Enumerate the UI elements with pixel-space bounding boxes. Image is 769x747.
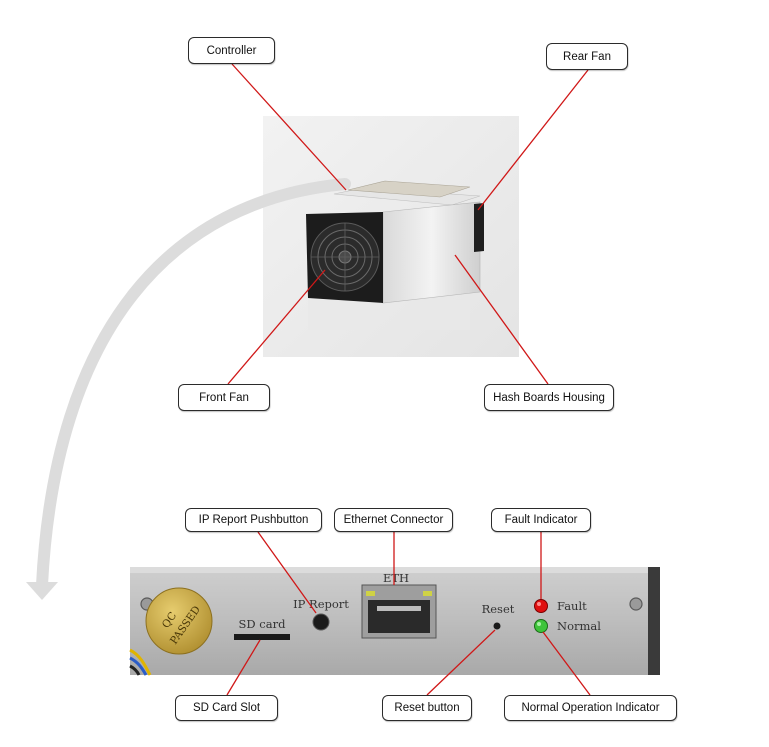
callout-ip-report-pushbutton: IP Report Pushbutton (185, 508, 322, 532)
leader-sd-card (226, 639, 261, 696)
panel-sd-card-print: SD card (239, 617, 287, 631)
photo-reflection (308, 300, 470, 330)
rear-fan (474, 203, 484, 252)
eth-led-right (423, 591, 432, 596)
eth-led-left (366, 591, 375, 596)
panel-reset-print: Reset (482, 602, 515, 616)
callout-sd-card-slot: SD Card Slot (175, 695, 278, 721)
leader-front-fan (227, 269, 326, 385)
ethernet-contacts (377, 606, 421, 611)
leader-reset (426, 629, 496, 696)
connecting-arrow-body (36, 178, 351, 591)
panel-right-edge (648, 567, 660, 675)
leader-hash-boards (454, 254, 549, 385)
callout-hash-boards-housing: Hash Boards Housing (484, 384, 614, 411)
fault-led-glint (537, 602, 541, 606)
callout-controller: Controller (188, 37, 275, 64)
reset-hole (493, 622, 501, 630)
leader-ip-report (257, 531, 317, 614)
callout-ethernet-connector: Ethernet Connector (334, 508, 453, 532)
control-panel-photo: QC PASSED SD card IP Report ETH Reset Fa… (129, 567, 660, 676)
controller-box (347, 180, 471, 198)
ethernet-port-opening (368, 600, 430, 633)
screw-right (629, 597, 643, 611)
panel-normal-print: Normal (557, 619, 601, 633)
panel-fault-print: Fault (557, 599, 587, 613)
leader-normal (542, 631, 591, 696)
leader-rear-fan (477, 69, 589, 211)
wire-blue (129, 656, 148, 676)
callout-front-fan: Front Fan (178, 384, 270, 411)
wire-yellow (129, 648, 152, 676)
qc-sticker (145, 587, 213, 655)
callout-fault-indicator: Fault Indicator (491, 508, 591, 532)
normal-led (534, 619, 548, 633)
fault-led (534, 599, 548, 613)
panel-ip-report-print: IP Report (293, 597, 349, 611)
callout-rear-fan: Rear Fan (546, 43, 628, 70)
wire-black (129, 664, 141, 676)
leader-lines (226, 63, 591, 696)
sd-card-slot (234, 634, 290, 640)
panel-top-edge (130, 567, 660, 573)
callout-normal-operation-indicator: Normal Operation Indicator (504, 695, 677, 721)
connecting-arrow-head (26, 582, 58, 600)
callout-reset-button: Reset button (382, 695, 472, 721)
panel-eth-print: ETH (383, 571, 409, 585)
miner-photo (263, 116, 519, 357)
ip-report-button (312, 613, 330, 631)
normal-led-glint (537, 622, 541, 626)
leader-controller (231, 63, 347, 191)
hash-boards-body (382, 201, 481, 304)
